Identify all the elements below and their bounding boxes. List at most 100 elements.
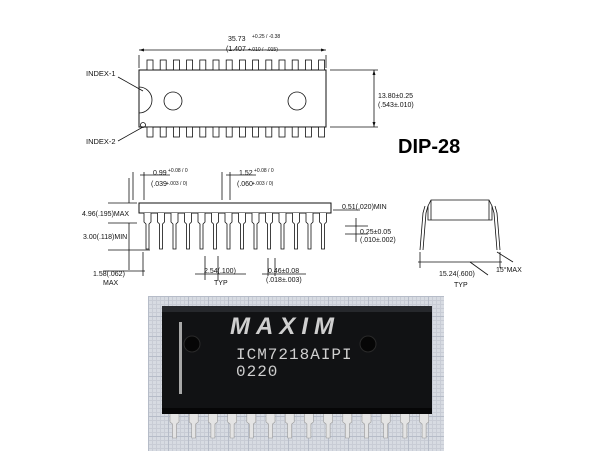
top-pin-upper	[318, 59, 326, 71]
photo-pin	[169, 411, 180, 439]
top-pin-upper	[159, 59, 167, 71]
side-pin	[238, 213, 246, 250]
photo-pin	[400, 411, 410, 439]
lead-wide-mm: 0.99	[153, 170, 167, 177]
chip-part-number: ICM7218AIPI	[236, 346, 353, 364]
top-pin-lower	[159, 126, 167, 138]
top-pin-lower	[291, 126, 299, 138]
photo-pin	[227, 411, 237, 439]
side-pin	[278, 213, 287, 250]
top-pin-lower	[318, 126, 326, 138]
chip-photo: MAXIM ICM7218AIPI 0220	[148, 296, 444, 451]
side-pin	[184, 213, 192, 250]
side-pin	[170, 213, 179, 250]
top-pin-upper	[265, 59, 273, 71]
top-view	[117, 48, 378, 142]
top-width-mm: 13.80±0.25	[378, 93, 413, 100]
top-pin-lower	[238, 126, 246, 138]
pitch-label: 2.54(.100)	[204, 268, 236, 275]
top-view-upper-pins	[146, 59, 326, 71]
end-max-label: 1.58(.062)	[93, 271, 125, 278]
top-pin-lower	[252, 126, 260, 138]
chip-mold-mark-right	[359, 335, 377, 353]
photo-pin	[265, 411, 276, 439]
chip-date-code: 0220	[236, 363, 279, 381]
side-pin	[319, 213, 327, 250]
top-pin-upper	[304, 59, 312, 71]
lead-wide-tol: +0.08 / 0	[168, 168, 188, 174]
pitch-word: TYP	[214, 280, 228, 287]
angle-label: 15°MAX	[496, 266, 522, 274]
package-title: DIP-28	[398, 136, 460, 158]
side-pin	[305, 213, 314, 250]
side-pin	[251, 213, 260, 250]
lead-shoulder-mm: 1.52	[239, 170, 253, 177]
seat-min-label: 3.00(.118)MIN	[83, 234, 127, 241]
top-pin-lower	[172, 126, 180, 138]
top-pin-upper	[225, 59, 233, 71]
standoff-label: 0.51(.020)MIN	[342, 204, 387, 211]
top-pin-lower	[304, 126, 312, 138]
end-view	[418, 199, 514, 276]
chip-photo-illustration	[162, 306, 432, 439]
top-width-in: (.543±.010)	[378, 102, 414, 109]
row-spacing-label: 15.24(.600)	[439, 271, 475, 278]
top-pin-lower	[225, 126, 233, 138]
photo-pin	[342, 411, 353, 439]
side-pin	[143, 213, 152, 250]
side-pin	[265, 213, 273, 250]
photo-pin	[361, 411, 372, 439]
photo-pin	[284, 411, 295, 439]
side-pin	[211, 213, 219, 250]
top-pin-lower	[265, 126, 273, 138]
top-length-tol: +0.25 / -0.38	[252, 34, 280, 40]
lead-width-in-label: (.018±.003)	[266, 277, 302, 284]
lead-shoulder-in-tol: +.003 / 0)	[252, 181, 274, 187]
chip-body	[162, 306, 432, 414]
lead-wide-in-tol: +.003 / 0)	[166, 181, 188, 187]
top-pin-upper	[278, 59, 286, 71]
end-max-word: MAX	[103, 280, 119, 287]
top-view-lower-pins	[146, 126, 326, 138]
top-pin-lower	[199, 126, 207, 138]
mold-mark-right	[287, 91, 307, 111]
top-pin-lower	[278, 126, 286, 138]
chip-photo-pins	[169, 411, 429, 439]
chip-index-bar	[179, 322, 182, 394]
index-2-label: INDEX-2	[86, 137, 116, 146]
top-pin-upper	[172, 59, 180, 71]
chip-logo: MAXIM	[230, 313, 340, 340]
photo-pin	[419, 411, 429, 439]
side-pin	[197, 213, 206, 250]
row-spacing-word: TYP	[454, 282, 468, 289]
top-length-in: (1.407	[226, 46, 246, 53]
lead-shoulder-in: (.060	[237, 181, 253, 188]
chip-mold-mark-left	[183, 335, 201, 353]
side-pin	[292, 213, 300, 250]
top-pin-upper	[291, 59, 299, 71]
photo-pin	[208, 411, 218, 439]
top-pin-upper	[238, 59, 246, 71]
side-view-pins	[143, 213, 327, 250]
photo-pin	[304, 411, 314, 439]
index-1-notch	[138, 86, 153, 114]
lead-width-label: 0.46±0.08	[268, 268, 299, 275]
lead-shoulder-tol: +0.08 / 0	[254, 168, 274, 174]
lead-wide-in: (.039	[151, 181, 167, 188]
index-2-dot	[140, 122, 146, 128]
top-length-mm: 35.73	[228, 36, 246, 43]
top-pin-upper	[186, 59, 194, 71]
dip28-technical-drawing: 35.73 +0.25 / -0.38 (1.407 +.010 / -.015…	[82, 34, 522, 289]
top-pin-upper	[146, 59, 154, 71]
top-pin-lower	[186, 126, 194, 138]
photo-pin	[380, 411, 391, 439]
top-pin-upper	[212, 59, 220, 71]
side-pin	[224, 213, 233, 250]
top-pin-upper	[199, 59, 207, 71]
photo-pin	[188, 411, 199, 439]
top-length-in-tol: +.010 / -.015)	[248, 47, 278, 53]
photo-pin	[323, 411, 333, 439]
lead-thk-label: 0.25±0.05	[360, 229, 391, 236]
side-view	[103, 172, 368, 280]
top-pin-upper	[252, 59, 260, 71]
